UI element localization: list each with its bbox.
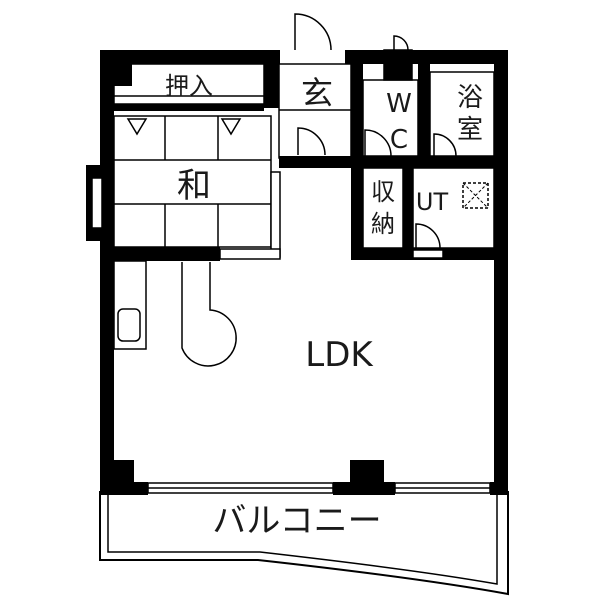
- shuno-label-2: 納: [371, 210, 395, 238]
- ldk-label: LDK: [305, 335, 374, 375]
- fusuma-marker-right: [220, 118, 242, 136]
- oshiire-label: 押入: [165, 72, 213, 100]
- wall-shuno-left: [351, 168, 363, 260]
- wall-genkan-right: [351, 64, 363, 160]
- bath-room: [429, 71, 495, 157]
- wall-right: [494, 50, 508, 495]
- wall-wc-right: [418, 64, 430, 168]
- wall-washitsu-right-top: [264, 64, 279, 108]
- ut-door-opening: [412, 249, 444, 259]
- wc-label-w: W: [386, 89, 412, 119]
- left-window-glass: [91, 177, 103, 229]
- door-swing-icon: [364, 129, 392, 157]
- ut-room: [412, 167, 495, 249]
- door-swing-icon: [433, 133, 457, 157]
- wall-top-right: [345, 50, 505, 64]
- wall-bottom-right: [490, 482, 508, 495]
- balcony-inner-outline: [107, 494, 498, 585]
- post-top-left: [100, 50, 132, 86]
- wall-washitsu-bottom: [100, 247, 220, 261]
- shuno-label-1: 収: [371, 178, 395, 206]
- washitsu-sliding-door-h: [219, 248, 281, 260]
- wall-wc-bottom: [351, 156, 496, 168]
- sink-icon: [117, 308, 141, 342]
- wall-shuno-right: [403, 168, 413, 260]
- post-bottom-left: [100, 460, 134, 495]
- washing-machine-icon: [462, 182, 489, 209]
- door-swing-icon: [297, 127, 326, 156]
- bath-label-2: 室: [457, 115, 483, 145]
- door-swing-icon: [181, 262, 237, 367]
- shuno-room: [362, 167, 404, 249]
- wall-top-left: [100, 50, 280, 64]
- genkan-label: 玄: [301, 74, 333, 112]
- oshiire-room: [113, 63, 265, 105]
- balcony-outline: [99, 491, 509, 596]
- door-swing-icon: [294, 13, 332, 51]
- wall-genkan-bottom: [279, 156, 363, 168]
- wall-left-lower: [100, 235, 114, 495]
- door-swing-icon: [415, 223, 441, 249]
- wall-oshiire-bottom: [114, 104, 264, 111]
- kitchen-counter: [113, 260, 147, 350]
- post-bottom-mid: [350, 460, 384, 495]
- door-swing-icon: [393, 35, 409, 51]
- fusuma-marker-left: [126, 118, 148, 136]
- ut-label: UT: [416, 188, 449, 216]
- balcony-label: バルコニー: [212, 501, 381, 541]
- wc-label-c: C: [390, 125, 408, 155]
- washitsu-sliding-door-v: [270, 171, 281, 258]
- washitsu-label: 和: [177, 166, 211, 206]
- bath-label-1: 浴: [457, 83, 483, 113]
- pipe-shaft-fill: [384, 64, 412, 80]
